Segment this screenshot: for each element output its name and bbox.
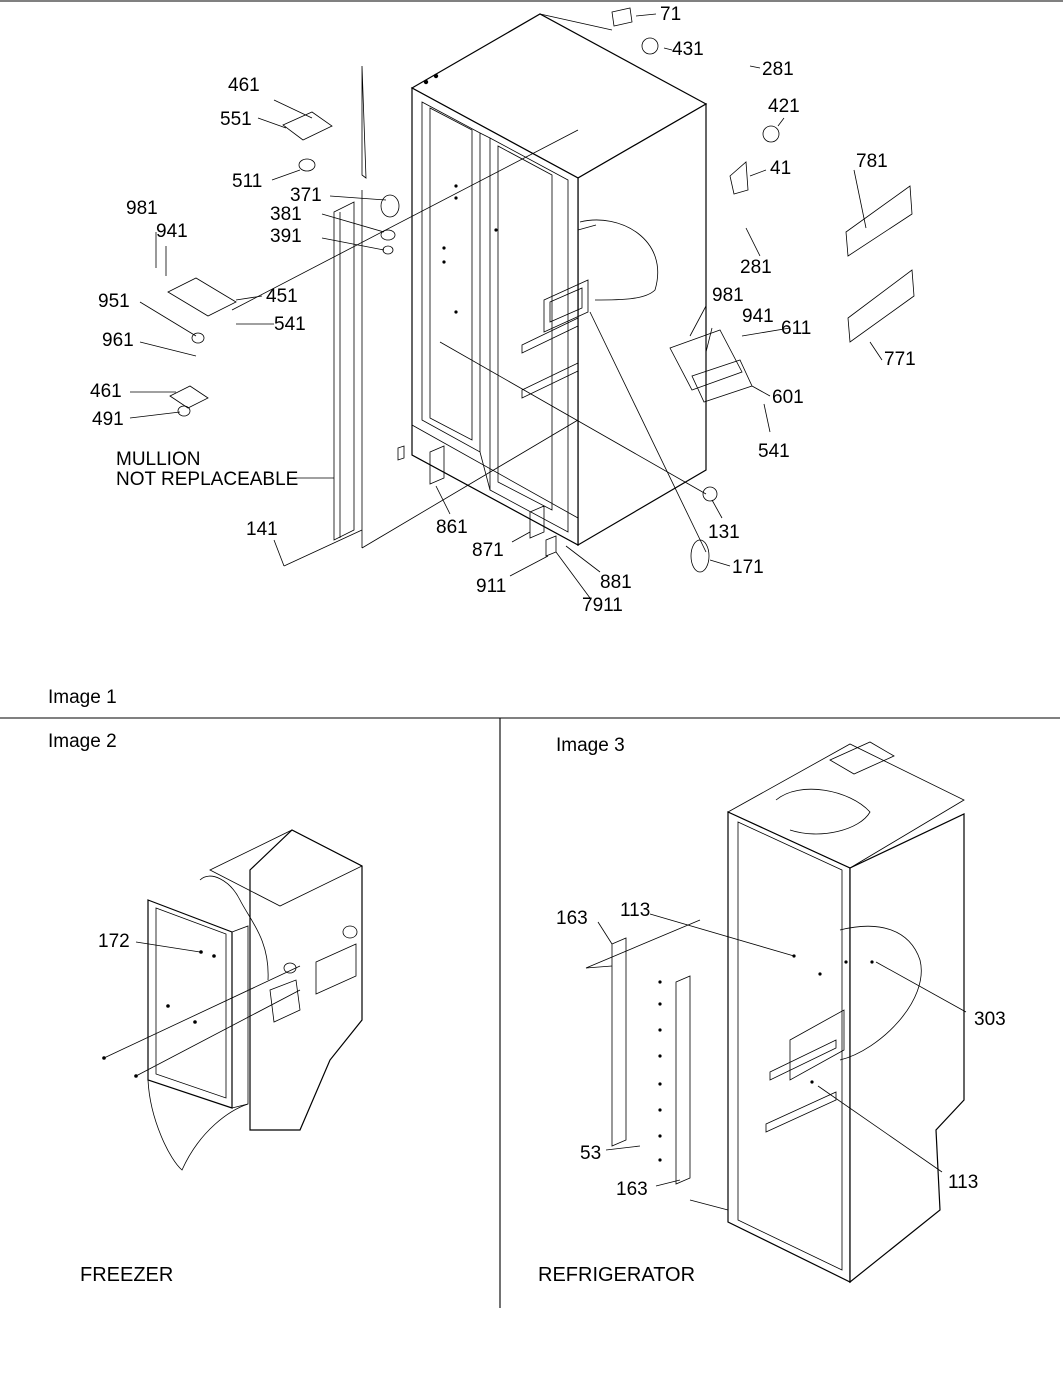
callout-541-left: 541 (274, 314, 306, 335)
callout-461-top: 461 (228, 75, 260, 96)
callout-113-top: 113 (620, 900, 651, 921)
callout-421: 421 (768, 96, 800, 117)
callout-491: 491 (92, 409, 124, 430)
callout-381: 381 (270, 204, 302, 225)
callout-611: 611 (781, 318, 812, 339)
callout-781: 781 (856, 151, 888, 172)
freezer-title: FREEZER (80, 1264, 174, 1286)
callout-941-left: 941 (156, 221, 188, 242)
callout-163-top: 163 (556, 908, 588, 929)
callout-163-bottom: 163 (616, 1179, 648, 1200)
image1-caption: Image 1 (48, 687, 117, 708)
callout-71: 71 (660, 4, 682, 25)
callout-113-bottom: 113 (948, 1172, 979, 1193)
callout-511: 511 (232, 171, 263, 192)
callout-431: 431 (672, 39, 704, 60)
callout-53: 53 (580, 1143, 602, 1164)
callout-461-bottom: 461 (90, 381, 122, 402)
callout-281-top: 281 (762, 59, 794, 80)
image2-caption: Image 2 (48, 731, 117, 752)
cabinet-drawing (129, 7, 915, 599)
callout-41: 41 (770, 158, 792, 179)
callout-171: 171 (732, 557, 764, 578)
callout-951: 951 (98, 291, 130, 312)
freezer-drawing (102, 829, 363, 1171)
callout-172: 172 (98, 931, 130, 952)
callout-981-right: 981 (712, 285, 744, 306)
callout-961: 961 (102, 330, 134, 351)
callout-981-left: 981 (126, 198, 158, 219)
callout-141: 141 (246, 519, 278, 540)
callout-541-right: 541 (758, 441, 790, 462)
callout-911: 911 (476, 576, 507, 597)
callout-391: 391 (270, 226, 302, 247)
callout-451: 451 (266, 286, 298, 307)
mullion-note-line1: MULLION (116, 449, 201, 470)
callout-861: 861 (436, 517, 468, 538)
refrigerator-title: REFRIGERATOR (538, 1264, 696, 1286)
callout-131: 131 (708, 522, 740, 543)
refrigerator-drawing (585, 741, 967, 1284)
callout-303: 303 (974, 1009, 1006, 1030)
callout-771: 771 (884, 349, 916, 370)
callout-881: 881 (600, 572, 632, 593)
image3-caption: Image 3 (556, 735, 625, 756)
callout-601: 601 (772, 387, 804, 408)
callout-371: 371 (290, 185, 322, 206)
callout-871: 871 (472, 540, 504, 561)
callout-941-right: 941 (742, 306, 774, 327)
callout-281-mid: 281 (740, 257, 772, 278)
callout-551: 551 (220, 109, 252, 130)
callout-7911: 7911 (582, 595, 623, 616)
mullion-note-line2: NOT REPLACEABLE (116, 469, 299, 490)
